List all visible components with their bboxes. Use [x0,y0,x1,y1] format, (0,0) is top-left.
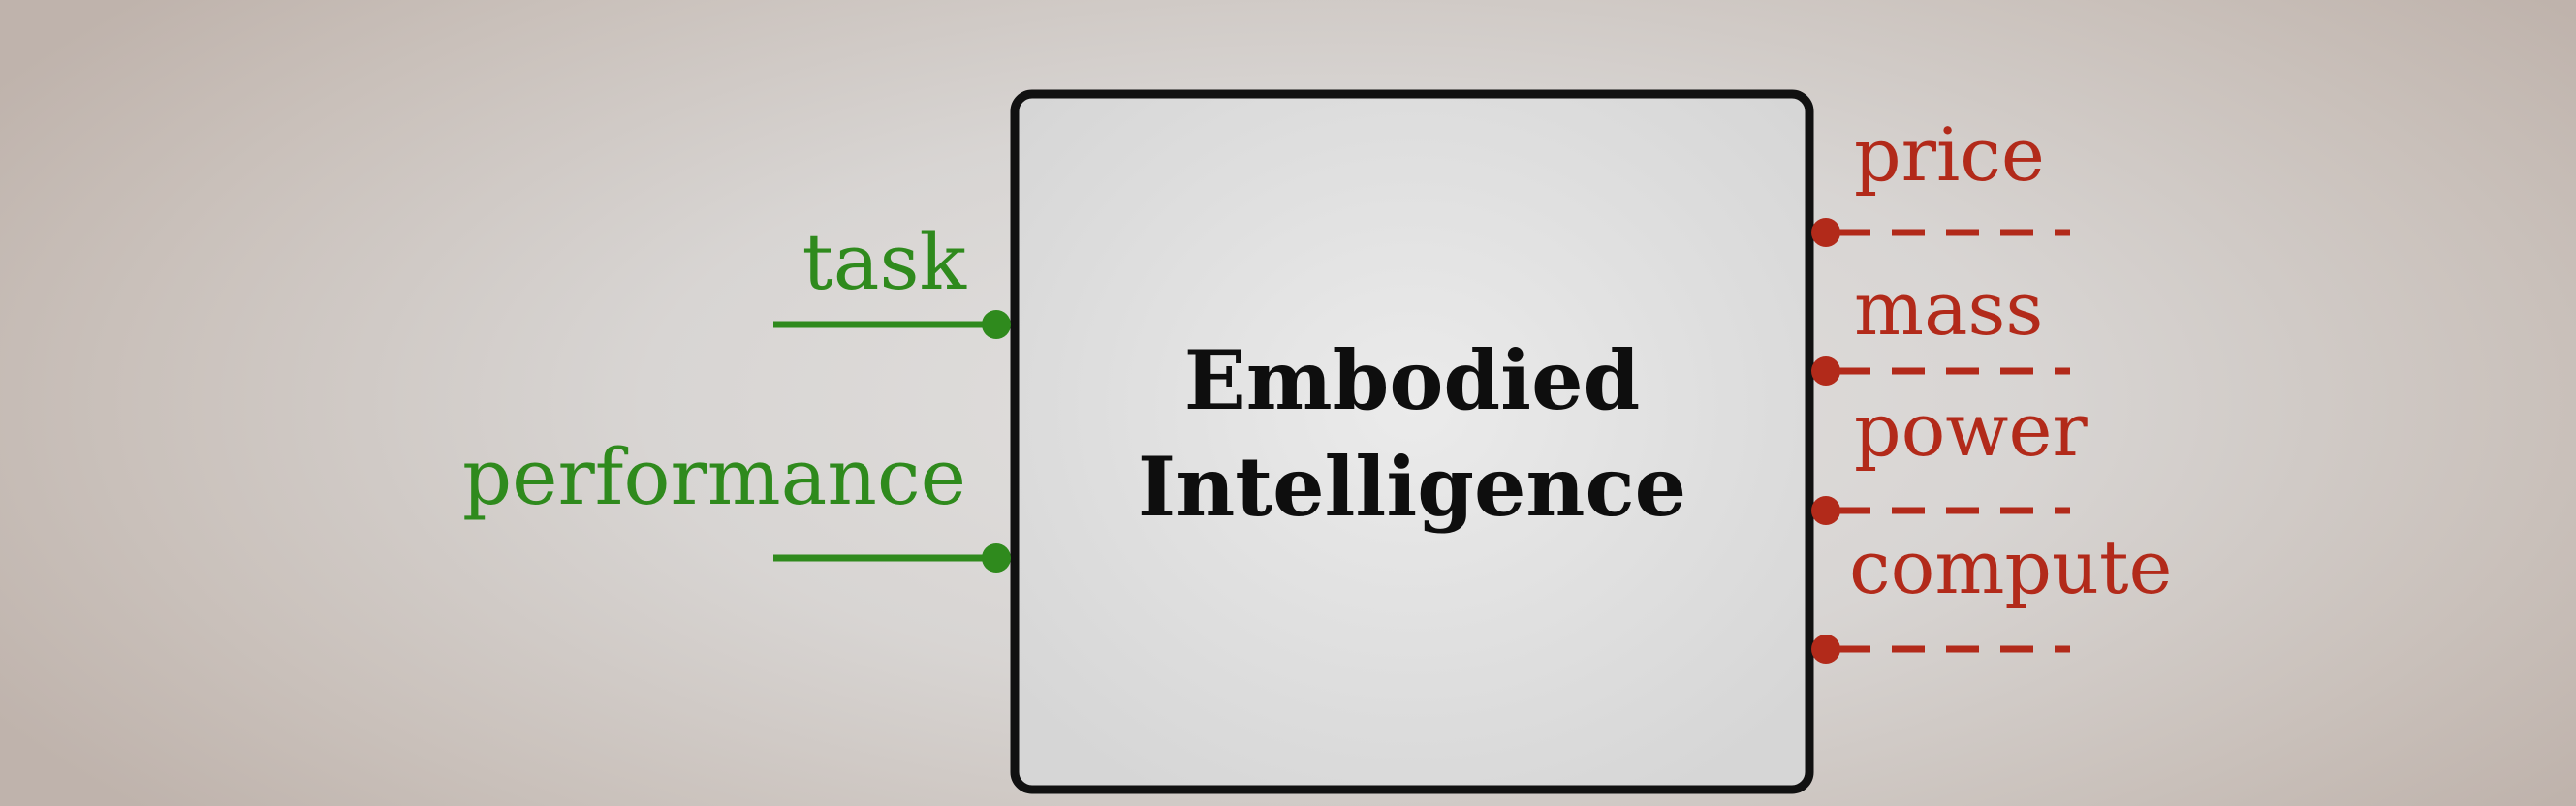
output-mass-dot [1811,356,1840,386]
output-power: power [1811,387,2088,525]
input-performance: performance [462,432,1011,573]
input-task: task [773,217,1011,339]
output-price-dot [1811,218,1840,247]
output-price: price [1811,111,2070,247]
output-power-dot [1811,496,1840,525]
input-task-dot [982,310,1011,339]
system-title-line-2: Intelligence [1138,439,1686,535]
system-box [1010,89,1814,794]
output-mass-label: mass [1854,265,2043,352]
system-title-line-1: Embodied [1184,332,1641,428]
input-task-label: task [802,217,968,307]
input-performance-dot [982,543,1011,573]
input-performance-label: performance [462,432,966,522]
output-compute-label: compute [1849,524,2173,610]
output-price-label: price [1854,111,2045,198]
output-power-label: power [1854,387,2088,473]
output-mass: mass [1811,265,2070,386]
output-compute-dot [1811,635,1840,664]
output-compute: compute [1811,524,2173,664]
